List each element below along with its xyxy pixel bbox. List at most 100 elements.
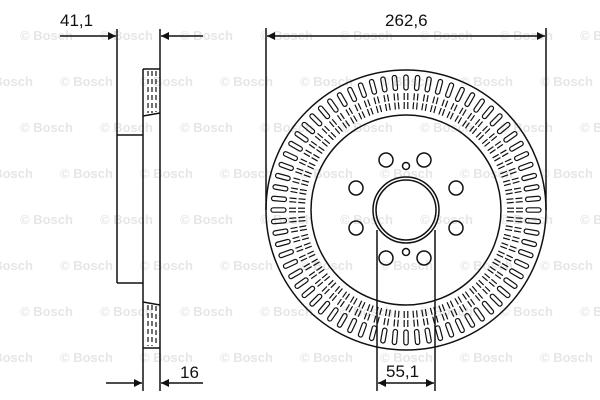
watermark-text: © Bosch xyxy=(20,304,73,319)
vent-slot xyxy=(368,78,383,114)
vent-slot xyxy=(403,311,409,346)
vent-slot xyxy=(288,140,320,162)
vent-slot xyxy=(274,233,310,248)
vent-slot xyxy=(475,113,503,141)
bolt-hole xyxy=(416,152,432,168)
vent-slot xyxy=(438,304,455,338)
watermark-text: © Bosch xyxy=(0,350,33,365)
dim-label-overall-height: 41,1 xyxy=(60,11,93,30)
watermark-text: © Bosch xyxy=(0,166,33,181)
vent-slot xyxy=(454,92,476,124)
vent-slot xyxy=(317,285,343,315)
vent-slot xyxy=(270,195,306,204)
watermark-text: © Bosch xyxy=(140,258,193,273)
vent-slot xyxy=(278,242,312,259)
bolt-hole xyxy=(416,250,432,266)
vent-slot xyxy=(336,296,358,328)
vent-slot xyxy=(481,121,511,147)
vent-slot xyxy=(403,74,409,109)
watermark-text: © Bosch xyxy=(460,350,513,365)
vent-slot xyxy=(301,273,331,299)
watermark-text: © Bosch xyxy=(420,212,473,227)
vent-slot xyxy=(506,216,542,225)
vent-slot xyxy=(272,225,307,236)
vent-slot xyxy=(454,296,476,328)
watermark-text: © Bosch xyxy=(300,74,353,89)
watermark-text: © Bosch xyxy=(60,74,113,89)
vent-slot xyxy=(438,82,455,116)
vent-slot xyxy=(274,172,310,187)
bolt-hole xyxy=(448,220,464,236)
vent-slot xyxy=(294,131,325,155)
vent-slot xyxy=(496,250,530,269)
vent-slot xyxy=(391,310,400,346)
watermark-text: © Bosch xyxy=(20,28,73,43)
vent-slot xyxy=(505,225,540,236)
vent-slot xyxy=(505,184,540,195)
watermark-text: © Bosch xyxy=(140,166,193,181)
watermark-text: © Bosch xyxy=(500,120,553,135)
watermark-text: © Bosch xyxy=(100,120,153,135)
vent-slot xyxy=(500,161,534,178)
watermark-text: © Bosch xyxy=(300,258,353,273)
bolt-hole xyxy=(378,152,394,168)
vent-slot xyxy=(507,207,542,213)
vent-slot xyxy=(446,300,465,334)
watermark-text: © Bosch xyxy=(100,304,153,319)
vent-slot xyxy=(380,76,391,111)
front-view xyxy=(265,69,547,391)
vent-slot xyxy=(421,309,432,344)
vent-slot xyxy=(282,151,316,170)
side-view xyxy=(116,29,161,391)
vent-slot xyxy=(500,242,534,259)
vent-slot xyxy=(347,86,366,120)
vent-slot xyxy=(301,121,331,147)
vent-slot xyxy=(270,207,305,213)
watermark-text: © Bosch xyxy=(300,166,353,181)
watermark-text: © Bosch xyxy=(220,74,273,89)
vent-slot xyxy=(461,291,485,322)
watermark-text: © Bosch xyxy=(60,166,113,181)
vent-slot xyxy=(357,82,374,116)
bolt-hole xyxy=(378,250,394,266)
watermark-text: © Bosch xyxy=(300,350,353,365)
watermark-text: © Bosch xyxy=(60,258,113,273)
dim-label-thickness: 16 xyxy=(180,363,199,382)
watermark-text: © Bosch xyxy=(540,166,593,181)
vent-slot xyxy=(475,279,503,307)
watermark-text: © Bosch xyxy=(180,28,233,43)
vent-slot xyxy=(368,306,383,342)
vent-slot xyxy=(270,216,306,225)
vent-slot xyxy=(502,172,538,187)
locating-hole xyxy=(401,161,411,171)
watermark-text: © Bosch xyxy=(340,304,393,319)
watermark-text: © Bosch xyxy=(60,350,113,365)
watermark-text: © Bosch xyxy=(460,74,513,89)
vent-slot xyxy=(391,74,400,110)
watermark-text: © Bosch xyxy=(140,350,193,365)
bolt-hole xyxy=(448,180,464,196)
bolt-hole xyxy=(348,220,364,236)
vent-slot xyxy=(272,184,307,195)
vent-slot xyxy=(421,76,432,111)
watermark-text: © Bosch xyxy=(340,212,393,227)
vent-slot xyxy=(327,98,351,129)
vent-slot xyxy=(288,258,320,280)
watermark-text: © Bosch xyxy=(460,166,513,181)
vent-slot xyxy=(294,265,325,289)
watermark-text: © Bosch xyxy=(0,74,33,89)
watermark-text: © Bosch xyxy=(540,350,593,365)
vent-slot xyxy=(469,285,495,315)
watermark-text: © Bosch xyxy=(540,258,593,273)
vent-slot xyxy=(506,195,542,204)
watermark-text: © Bosch xyxy=(580,304,600,319)
watermark-text: © Bosch xyxy=(180,212,233,227)
watermark-text: © Bosch xyxy=(380,166,433,181)
dim-label-diameter: 262,6 xyxy=(385,11,428,30)
watermark-text: © Bosch xyxy=(180,304,233,319)
watermark-text: © Bosch xyxy=(580,28,600,43)
vent-slot xyxy=(487,131,518,155)
watermark-text: © Bosch xyxy=(580,212,600,227)
dim-label-center-bore: 55,1 xyxy=(386,362,419,381)
vent-slot xyxy=(347,300,366,334)
